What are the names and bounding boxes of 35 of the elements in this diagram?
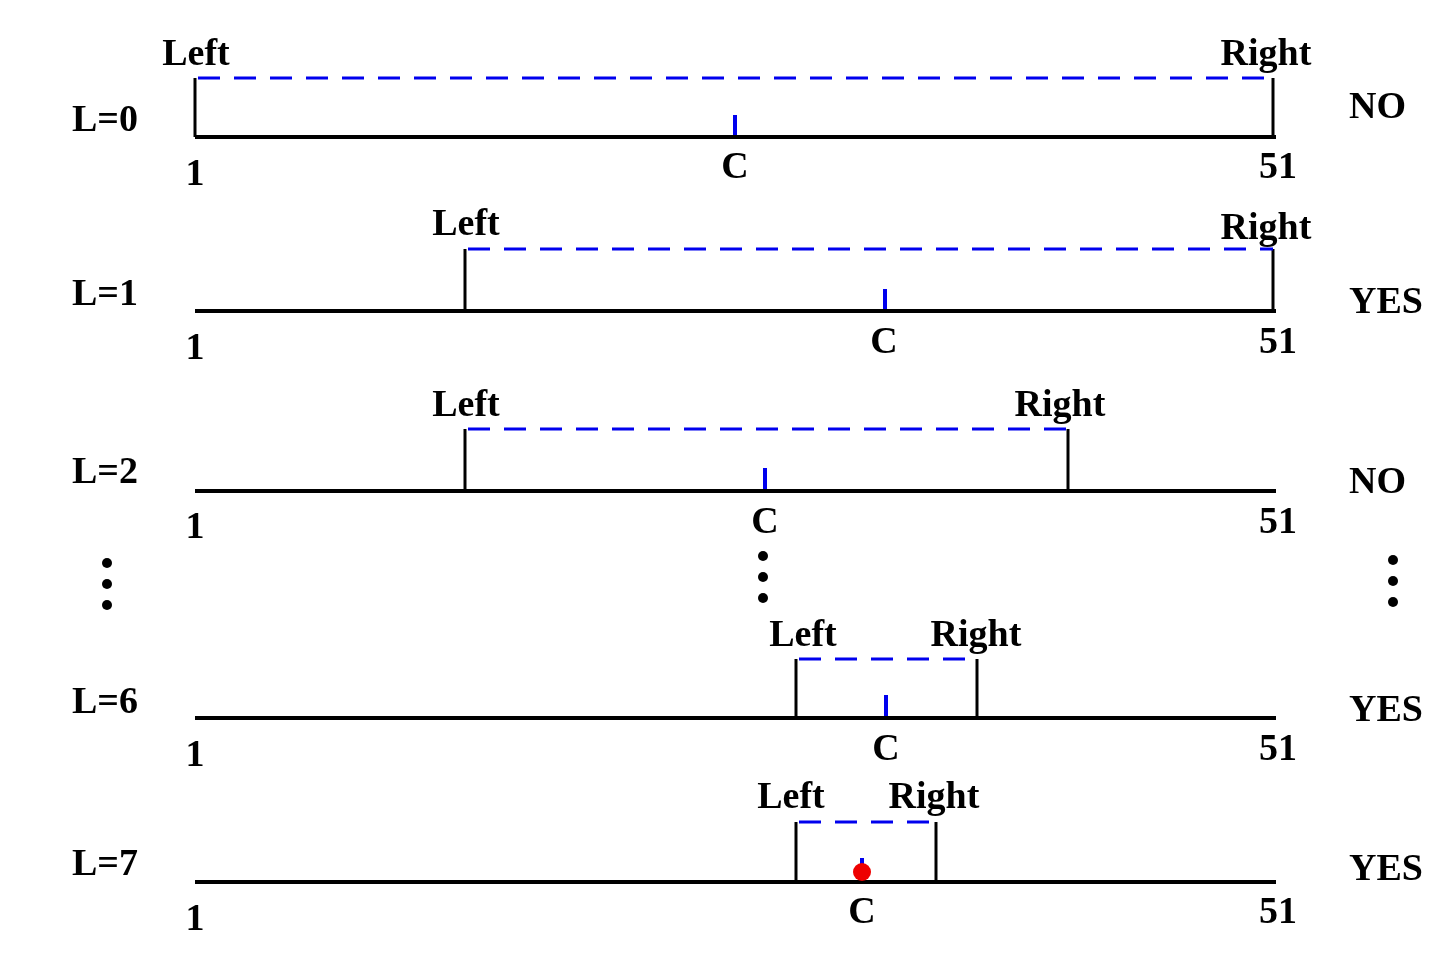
result-label: NO [1349,461,1406,499]
level-label: L=1 [72,273,138,311]
index-label: 1 [185,506,205,544]
midpoint-label: C [751,501,779,539]
index-label: 1 [185,734,205,772]
result-label: YES [1349,848,1423,886]
midpoint-label: C [848,891,876,929]
level-label: L=0 [72,99,138,137]
index-label: 51 [1259,146,1297,184]
pointer-label: Left [769,614,837,652]
pointer-label: Left [432,203,500,241]
result-label: NO [1349,86,1406,124]
index-label: 1 [185,327,205,365]
midpoint-label: C [870,321,898,359]
index-label: 51 [1259,321,1297,359]
level-label: L=2 [72,451,138,489]
pointer-label: Right [1220,207,1312,245]
pointer-label: Right [1220,33,1312,71]
midpoint-label: C [721,146,749,184]
pointer-label: Right [1014,384,1106,422]
pointer-label: Left [162,33,230,71]
level-label: L=7 [72,843,138,881]
index-label: 51 [1259,728,1297,766]
pointer-label: Left [757,776,825,814]
index-label: 1 [185,153,205,191]
index-label: 51 [1259,891,1297,929]
pointer-label: Right [888,776,980,814]
pointer-label: Right [930,614,1022,652]
index-label: 51 [1259,501,1297,539]
result-label: YES [1349,281,1423,319]
pointer-label: Left [432,384,500,422]
result-label: YES [1349,689,1423,727]
midpoint-label: C [872,728,900,766]
level-label: L=6 [72,681,138,719]
index-label: 1 [185,898,205,936]
